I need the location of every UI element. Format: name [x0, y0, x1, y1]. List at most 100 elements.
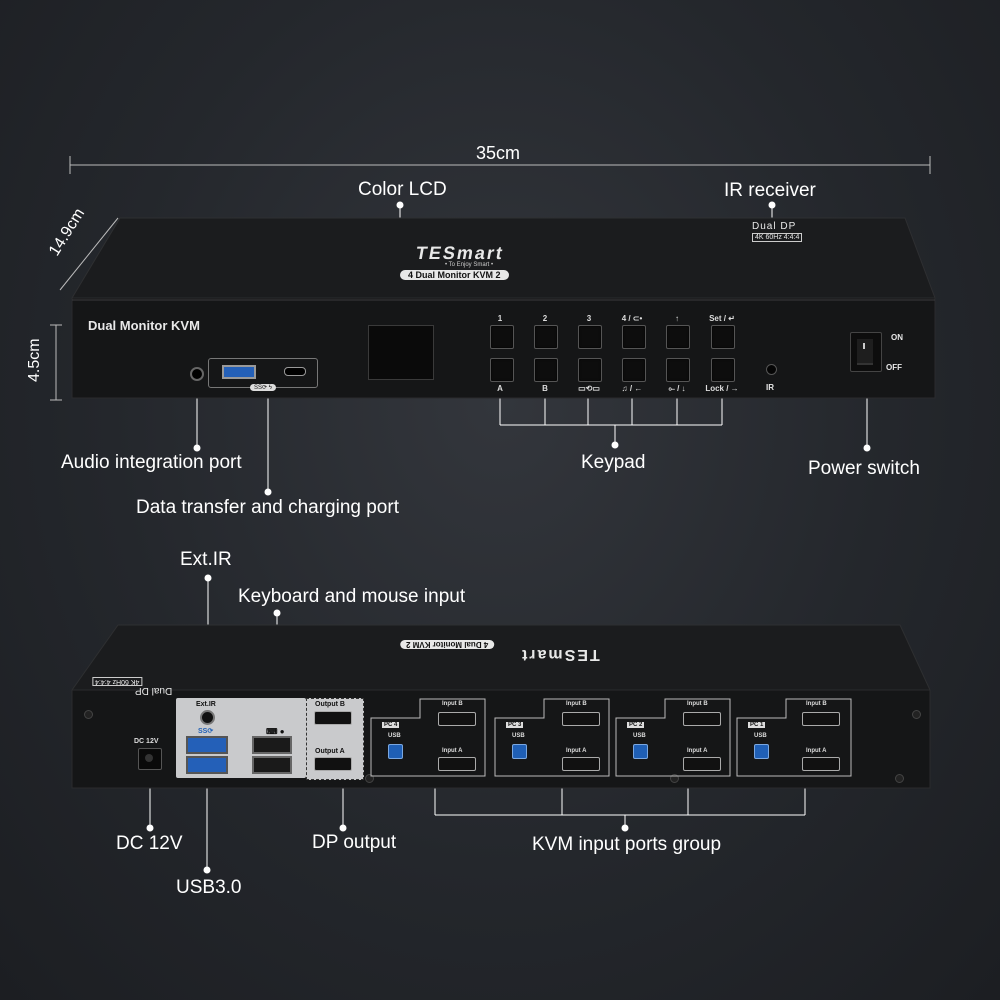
usb-badge: SS⟳ ϟ [250, 384, 276, 391]
pc3-input-a-port [562, 757, 600, 771]
rear-spec-line1: Dual DP [135, 685, 173, 696]
key-kvm-button[interactable] [578, 358, 602, 382]
pc2-input-b-port [683, 712, 721, 726]
ss-usb-label: SS⟳ [198, 728, 214, 735]
pc1-input-a-port [802, 757, 840, 771]
key-label-top: 3 [586, 314, 592, 323]
ext-ir-jack [200, 710, 215, 725]
pc4-usb-label: USB [388, 733, 401, 739]
height-dimension-label: 4.5cm [26, 338, 43, 382]
key-lock-button[interactable] [711, 358, 735, 382]
key-label-bottom: ▭⟲▭ [578, 384, 600, 393]
pc2-label: PC 2 [627, 722, 645, 728]
pc3-outline [494, 698, 610, 777]
rear-brand-logo: TESmart [520, 646, 600, 663]
keypad-label: Keypad [581, 452, 646, 473]
data-port-label: Data transfer and charging port [136, 497, 399, 518]
key-1-button[interactable] [490, 325, 514, 349]
pc4-input-b-port [438, 712, 476, 726]
rear-model-strip: 4 Dual Monitor KVM 2 [400, 640, 495, 649]
key-2-button[interactable] [534, 325, 558, 349]
key-b-button[interactable] [534, 358, 558, 382]
ext-ir-port-label: Ext.IR [196, 701, 216, 708]
rear-spec-line2: 4K 60Hz 4:4:4 [92, 677, 143, 686]
pc1-outline [736, 698, 852, 777]
output-b-label: Output B [315, 701, 345, 708]
key-4-button[interactable] [622, 325, 646, 349]
usb3-port-bottom [186, 756, 228, 774]
pc2-outline [615, 698, 731, 777]
pc4-outline [370, 698, 486, 777]
pc4-label: PC 4 [382, 722, 400, 728]
pc3-input-b-label: Input B [566, 701, 587, 707]
power-switch[interactable] [850, 332, 882, 372]
key-label-bottom: ⟜ / ↓ [668, 384, 686, 393]
ir-receiver-label: IR receiver [724, 180, 816, 201]
power-on-marker [863, 343, 865, 349]
pc4-usb-b-port [388, 744, 403, 759]
audio-jack [190, 367, 204, 381]
front-model-strip: 4 Dual Monitor KVM 2 [400, 270, 509, 280]
pc2-input-a-port [683, 757, 721, 771]
pc1-input-b-label: Input B [806, 701, 827, 707]
key-a-button[interactable] [490, 358, 514, 382]
kvm-input-group-callout: KVM input ports group [532, 834, 722, 855]
rear-screw [365, 774, 374, 783]
ext-ir-callout: Ext.IR [180, 549, 232, 570]
power-rocker [857, 339, 873, 365]
key-label-bottom: B [542, 384, 548, 393]
usb-a-port [222, 365, 256, 379]
pc2-input-a-label: Input A [687, 748, 708, 754]
key-label-top: Set / ↵ [709, 314, 735, 323]
dc-power-jack [138, 748, 162, 770]
power-off-label: OFF [886, 363, 902, 372]
key-up-button[interactable] [666, 325, 690, 349]
pc1-usb-label: USB [754, 733, 767, 739]
pc1-input-a-label: Input A [806, 748, 827, 754]
key-3-button[interactable] [578, 325, 602, 349]
ir-label: IR [766, 383, 774, 392]
power-switch-label: Power switch [808, 458, 920, 479]
hid-usb-port-top [252, 736, 292, 754]
pc2-usb-b-port [633, 744, 648, 759]
pc4-input-a-port [438, 757, 476, 771]
color-lcd-screen [368, 325, 434, 380]
pc1-usb-b-port [754, 744, 769, 759]
key-label-bottom: ♫ / ← [621, 384, 643, 393]
pc3-usb-b-port [512, 744, 527, 759]
color-lcd-label: Color LCD [358, 179, 447, 200]
key-label-top: 2 [542, 314, 548, 323]
usb3-port-top [186, 736, 228, 754]
key-label-bottom: Lock / → [705, 384, 739, 393]
dp-output-callout: DP output [312, 832, 397, 853]
depth-dimension-label: 14.9cm [46, 205, 89, 260]
key-usb-button[interactable] [666, 358, 690, 382]
keyboard-mouse-icon: ⌨ ● [266, 727, 285, 736]
pc2-input-b-label: Input B [687, 701, 708, 707]
dp-output-a-port [314, 757, 352, 771]
key-label-top: 1 [497, 314, 503, 323]
pc3-input-b-port [562, 712, 600, 726]
pc3-label: PC 3 [506, 722, 524, 728]
front-tagline: • To Enjoy Smart • [445, 262, 494, 268]
usb-c-port [284, 367, 306, 376]
front-brand-logo: TESmart [414, 243, 506, 263]
key-label-top: ↑ [675, 314, 679, 323]
pc2-usb-label: USB [633, 733, 646, 739]
pc3-input-a-label: Input A [566, 748, 587, 754]
hid-usb-port-bottom [252, 756, 292, 774]
key-label-top: 4 / ⊂• [621, 314, 643, 323]
dc-port-label: DC 12V [134, 738, 159, 745]
rear-screw [670, 774, 679, 783]
output-a-label: Output A [315, 748, 345, 755]
pc3-usb-label: USB [512, 733, 525, 739]
key-label-bottom: A [497, 384, 503, 393]
key-audio-button[interactable] [622, 358, 646, 382]
key-set-button[interactable] [711, 325, 735, 349]
rear-screw [84, 710, 93, 719]
pc1-input-b-port [802, 712, 840, 726]
pc4-input-b-label: Input B [442, 701, 463, 707]
dp-output-b-port [314, 711, 352, 725]
ir-sensor [766, 364, 777, 375]
rear-screw [912, 710, 921, 719]
